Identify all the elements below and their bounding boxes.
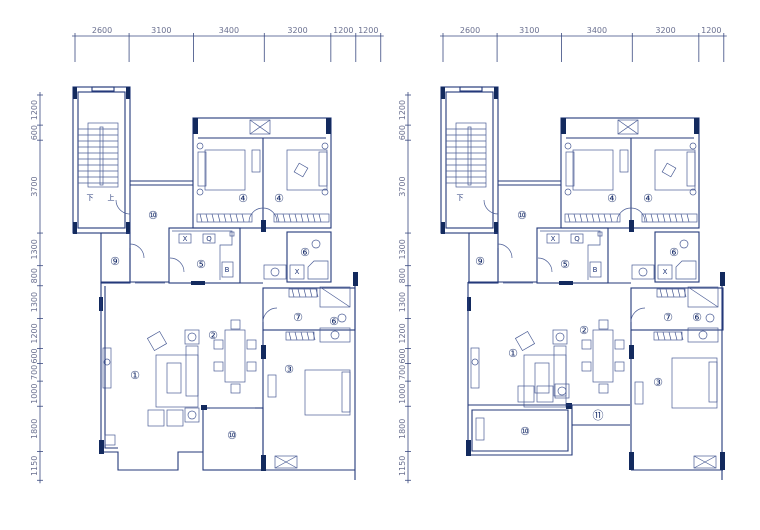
dimension-label: 3700 bbox=[30, 176, 39, 196]
dimension-label: 1200 bbox=[398, 323, 407, 343]
dimension-label: 1000 bbox=[30, 384, 39, 404]
dimension-label: 600 bbox=[398, 348, 407, 363]
room-label: ④ bbox=[643, 192, 653, 205]
dimension-label: 2600 bbox=[460, 26, 480, 35]
dimension-label: 3200 bbox=[655, 26, 675, 35]
fixture-label: Q bbox=[574, 235, 580, 243]
room-label: ⑩ bbox=[520, 425, 530, 438]
room-label: ⑥ bbox=[300, 246, 310, 259]
dimension-label: 1200 bbox=[701, 26, 721, 35]
room-label: ⑦ bbox=[293, 311, 303, 324]
dimension-label: 1200 bbox=[30, 100, 39, 120]
dimension-label: 3100 bbox=[151, 26, 171, 35]
room-label: ⑪ bbox=[593, 409, 604, 422]
dimension-label: 600 bbox=[398, 125, 407, 140]
fixture-label: B bbox=[225, 266, 230, 274]
room-label: ① bbox=[508, 347, 518, 360]
room-label: ⑥ bbox=[692, 311, 702, 324]
dimension-label: 1150 bbox=[30, 456, 39, 476]
dimension-label: 1150 bbox=[398, 456, 407, 476]
floor-plan-b: 下 X Q B X ⑩ ④ ④ ⑤ ⑨ ⑥ ⑥ ⑦ ② ① ③ ⑩ ⑪ bbox=[440, 86, 725, 480]
room-label: ③ bbox=[284, 363, 294, 376]
room-label: ⑩ bbox=[227, 429, 237, 442]
dimension-label: 600 bbox=[30, 125, 39, 140]
dimension-label: 1300 bbox=[398, 292, 407, 312]
dimension-label: 1200 bbox=[30, 323, 39, 343]
dimension-label: 800 bbox=[398, 268, 407, 283]
dimension-label: 800 bbox=[30, 268, 39, 283]
room-label: ① bbox=[130, 369, 140, 382]
dimension-label: 700 bbox=[30, 365, 39, 380]
room-label: ② bbox=[579, 324, 589, 337]
room-label: ④ bbox=[238, 192, 248, 205]
dimension-label: 1300 bbox=[30, 239, 39, 259]
fixture-label: X bbox=[183, 235, 188, 243]
dimension-label: 1200 bbox=[333, 26, 353, 35]
dimension-label: 1000 bbox=[398, 384, 407, 404]
dimension-label: 1800 bbox=[398, 419, 407, 439]
fixture-label: B bbox=[593, 266, 598, 274]
dimension-label: 1200 bbox=[358, 26, 378, 35]
dimension-label: 3400 bbox=[219, 26, 239, 35]
room-label: ③ bbox=[653, 376, 663, 389]
room-label: ④ bbox=[607, 192, 617, 205]
room-label: ⑥ bbox=[669, 246, 679, 259]
dimension-label: 3700 bbox=[398, 176, 407, 196]
room-label: ④ bbox=[274, 192, 284, 205]
room-label: ⑩ bbox=[148, 209, 158, 222]
room-label: ⑦ bbox=[663, 311, 673, 324]
dimension-lines: 2600 3100 3400 3200 1200 1200 1200 600 3700 1300 8… bbox=[30, 26, 727, 484]
room-label: ⑨ bbox=[110, 255, 120, 268]
dimension-label: 3400 bbox=[587, 26, 607, 35]
dimension-label: 2600 bbox=[92, 26, 112, 35]
stair-down-label: 下 bbox=[87, 194, 94, 202]
fixture-label: X bbox=[551, 235, 556, 243]
room-label: ⑨ bbox=[475, 255, 485, 268]
dimension-label: 3200 bbox=[287, 26, 307, 35]
stair-down-label: 下 bbox=[457, 194, 464, 202]
fixture-label: X bbox=[295, 268, 300, 276]
room-label: ⑥ bbox=[329, 315, 339, 328]
dimension-label: 1300 bbox=[398, 239, 407, 259]
room-label: ⑤ bbox=[196, 258, 206, 271]
room-label: ⑤ bbox=[560, 258, 570, 271]
stair-up-label: 上 bbox=[108, 193, 115, 202]
dimension-label: 1200 bbox=[398, 100, 407, 120]
room-label: ② bbox=[208, 329, 218, 342]
floor-plan-a: 下 上 X Q B X ⑩ ④ ④ ⑤ ⑨ ⑥ ⑥ ⑦ ② ① ③ ⑩ bbox=[72, 86, 358, 480]
fixture-label: X bbox=[663, 268, 668, 276]
dimension-label: 1300 bbox=[30, 292, 39, 312]
room-label: ⑩ bbox=[517, 209, 527, 222]
dimension-label: 3100 bbox=[519, 26, 539, 35]
dimension-label: 700 bbox=[398, 365, 407, 380]
dimension-label: 1800 bbox=[30, 419, 39, 439]
fixture-label: Q bbox=[206, 235, 212, 243]
dimension-label: 600 bbox=[30, 348, 39, 363]
